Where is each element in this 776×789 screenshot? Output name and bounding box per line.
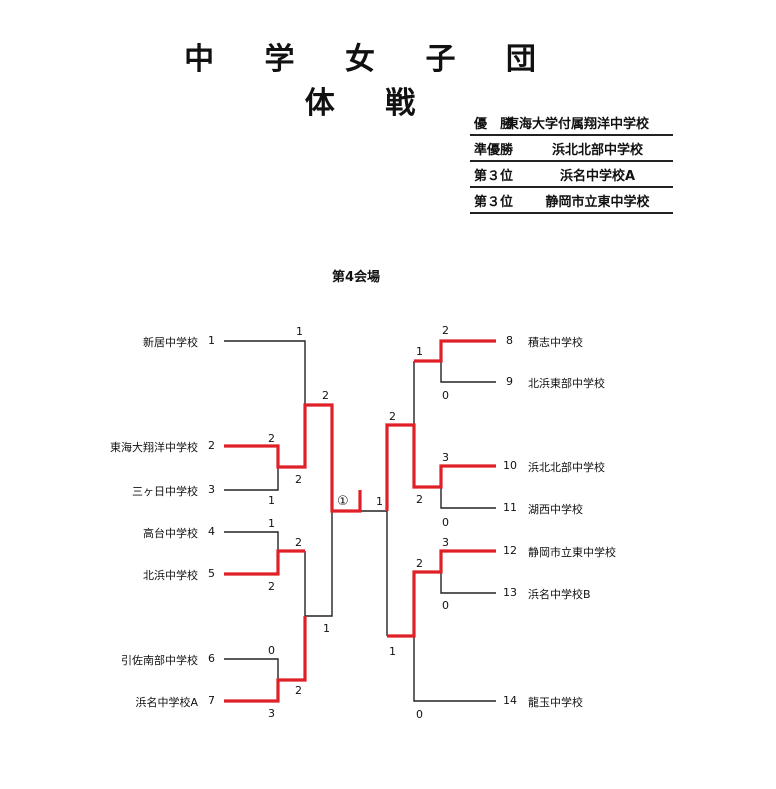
match-score: 3 [442, 451, 449, 464]
team-number: 4 [208, 525, 215, 538]
team-number: 10 [503, 459, 517, 472]
match-score: 2 [322, 389, 329, 402]
bracket-line [360, 510, 388, 636]
team-name: 新居中学校 [143, 336, 198, 349]
winner-line [414, 339, 496, 363]
results-table: 優 勝 東海大学付属翔洋中学校 準優勝 浜北北部中学校 第３位 浜名中学校A 第… [470, 110, 673, 214]
bracket-line [224, 467, 279, 491]
team-number: 1 [208, 334, 215, 347]
result-rank: 準優勝 [474, 143, 514, 158]
bracket-line [440, 572, 496, 594]
match-score: 1 [268, 494, 275, 507]
winner-line [387, 549, 496, 638]
team-number: 14 [503, 694, 517, 707]
team-name: 東海大翔洋中学校 [110, 441, 198, 454]
result-rank: 第３位 [474, 195, 514, 210]
match-score: 1 [376, 495, 383, 508]
bracket-line [440, 361, 496, 383]
match-score: 2 [295, 473, 302, 486]
venue-label: 第4会場 [332, 270, 381, 285]
team-name: 静岡市立東中学校 [528, 546, 616, 559]
match-score: 2 [389, 410, 396, 423]
bracket-line [440, 487, 496, 509]
match-score: 2 [416, 493, 423, 506]
match-score: 1 [323, 622, 330, 635]
result-row: 第３位 浜名中学校A [470, 162, 673, 188]
team-number: 6 [208, 652, 215, 665]
winner-line [224, 549, 305, 576]
team-number: 8 [506, 334, 513, 347]
team-number: 13 [503, 586, 517, 599]
match-score: 2 [268, 580, 275, 593]
result-rank: 第３位 [474, 169, 514, 184]
winner-line [224, 616, 307, 703]
team-name: 三ヶ日中学校 [132, 485, 198, 498]
result-team: 東海大学付属翔洋中学校 [506, 117, 650, 132]
match-score: 2 [295, 536, 302, 549]
match-score: 2 [295, 684, 302, 697]
bracket-line [413, 636, 496, 702]
match-score: 1 [296, 325, 303, 338]
team-name: 浜北北部中学校 [528, 461, 605, 474]
match-score: 2 [442, 324, 449, 337]
team-name: 北浜中学校 [143, 569, 198, 582]
result-row: 第３位 静岡市立東中学校 [470, 188, 673, 214]
match-score: 1 [416, 345, 423, 358]
result-row: 優 勝 東海大学付属翔洋中学校 [470, 110, 673, 136]
match-score: 1 [268, 517, 275, 530]
match-score: 0 [416, 708, 423, 721]
page-title: 中 学 女 子 団 体 戦 [184, 42, 556, 121]
winner-line [224, 403, 362, 513]
team-number: 3 [208, 483, 215, 496]
team-name: 北浜東部中学校 [528, 377, 605, 390]
team-name: 引佐南部中学校 [121, 654, 198, 667]
final-marker: ① [337, 494, 349, 509]
team-number: 9 [506, 375, 513, 388]
team-number: 7 [208, 694, 215, 707]
match-score: 2 [416, 557, 423, 570]
team-number: 2 [208, 439, 215, 452]
bracket-line [304, 511, 333, 617]
match-score: 1 [389, 645, 396, 658]
winner-line [385, 423, 496, 511]
match-score: 0 [268, 644, 275, 657]
team-number: 11 [503, 501, 517, 514]
team-name: 龍玉中学校 [528, 696, 583, 709]
result-team: 浜北北部中学校 [551, 143, 643, 158]
result-rank: 優 勝 [474, 117, 514, 132]
bracket-line [224, 340, 306, 405]
match-score: 0 [442, 516, 449, 529]
match-score: 3 [442, 536, 449, 549]
bracket-line [224, 658, 279, 680]
team-name: 高台中学校 [143, 527, 198, 540]
match-score: 0 [442, 599, 449, 612]
result-team: 浜名中学校A [559, 169, 636, 184]
team-name: 浜名中学校B [528, 588, 591, 601]
match-score: 3 [268, 707, 275, 720]
team-number: 12 [503, 544, 517, 557]
match-score: 2 [268, 432, 275, 445]
bracket-line [224, 531, 279, 551]
match-score: 0 [442, 389, 449, 402]
result-row: 準優勝 浜北北部中学校 [470, 136, 673, 162]
team-name: 積志中学校 [528, 336, 583, 349]
team-number: 5 [208, 567, 215, 580]
result-team: 静岡市立東中学校 [545, 195, 650, 210]
team-name: 浜名中学校A [135, 696, 198, 709]
team-name: 湖西中学校 [528, 503, 583, 516]
